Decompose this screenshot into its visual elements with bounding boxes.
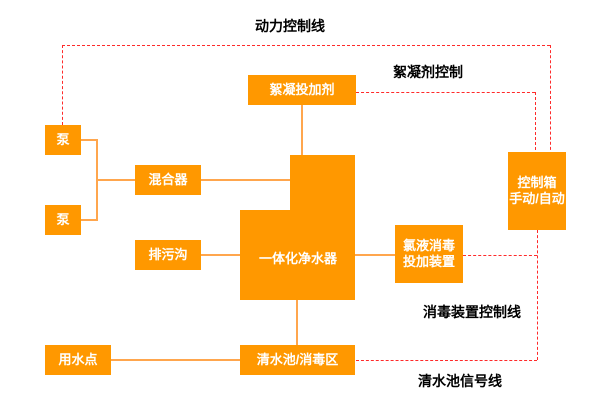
control-box-down-line — [537, 230, 538, 360]
node-mixer: 混合器 — [135, 165, 201, 195]
node-purifier-label: 一体化净水器 — [258, 251, 337, 266]
node-pump-bottom: 泵 — [45, 205, 81, 235]
node-control-box: 控制箱 手动/自动 — [508, 152, 566, 230]
label-disinfection-device-control-line: 消毒装置控制线 — [423, 304, 521, 320]
node-control-box-line1: 控制箱 — [517, 174, 557, 190]
node-mixer-label: 混合器 — [148, 171, 188, 187]
node-pump-top: 泵 — [45, 125, 81, 155]
label-flocculant-control: 絮凝剂控制 — [393, 64, 463, 80]
node-chlorine-doser-line1: 氯液消毒 — [402, 237, 455, 253]
node-water-use-point-label: 用水点 — [58, 351, 98, 367]
connector-mixer-purifier — [201, 179, 290, 181]
label-clear-water-tank-signal-line: 清水池信号线 — [418, 373, 502, 389]
node-pump-bottom-label: 泵 — [56, 211, 70, 227]
node-chlorine-doser-line2: 投加装置 — [402, 254, 455, 269]
node-water-use-point: 用水点 — [45, 345, 111, 375]
node-control-box-line2: 手动/自动 — [509, 191, 565, 206]
connector-drain-purifier — [201, 254, 240, 256]
connector-purifier-chlorine — [355, 254, 395, 256]
node-flocculant-doser: 絮凝投加剂 — [248, 75, 356, 105]
tank-signal-line-h — [356, 360, 537, 361]
power-control-line-left-segment — [62, 45, 63, 125]
node-drain-ditch: 排污沟 — [135, 240, 201, 270]
node-chlorine-doser: 氯液消毒 投加装置 — [395, 225, 463, 283]
flocculant-control-line-h — [356, 92, 535, 93]
node-purifier-bottom-block — [240, 210, 355, 300]
connector-pump-bottom-out — [81, 219, 97, 221]
power-control-line-right-segment — [550, 45, 551, 155]
power-control-line-top-segment — [62, 45, 550, 46]
node-drain-ditch-label: 排污沟 — [148, 246, 188, 262]
connector-purifier-tank — [296, 300, 298, 345]
node-clear-water-tank: 清水池/消毒区 — [240, 345, 355, 375]
node-clear-water-tank-label: 清水池/消毒区 — [256, 351, 339, 367]
flocculant-control-line-v — [535, 92, 536, 155]
node-flocculant-doser-label: 絮凝投加剂 — [269, 81, 335, 97]
connector-join-to-mixer — [96, 179, 135, 181]
connector-usepoint-tank — [111, 359, 240, 361]
label-power-control-line: 动力控制线 — [255, 18, 325, 34]
connector-flocculant-purifier — [301, 105, 303, 155]
connector-pump-top-out — [81, 139, 97, 141]
node-pump-top-label: 泵 — [56, 131, 70, 147]
disinfection-control-line-h — [463, 255, 537, 256]
